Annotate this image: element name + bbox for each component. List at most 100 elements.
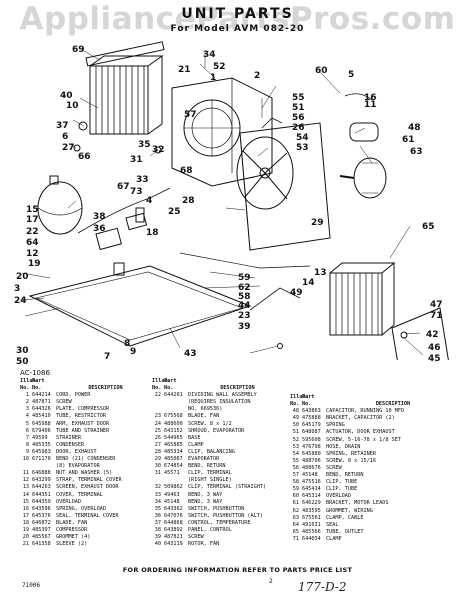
illus-no: 21 [22,541,29,548]
callout-73: 73 [130,187,143,197]
illus-no: 57 [292,472,299,479]
callout-25: 25 [168,207,181,217]
callout-16: 16 [364,93,377,103]
illus-no: 55 [292,457,299,464]
callout-49: 49 [290,288,303,298]
callout-19: 19 [28,259,41,269]
callout-5: 5 [348,70,355,80]
illus-no: 58 [292,479,299,486]
callout-6: 6 [62,132,69,142]
page-number: 2 [269,578,273,585]
table-row: NO. 669536) [152,406,287,413]
part-no: 45148 [164,498,180,505]
page-subtitle: For Model AVM 082-20 [170,24,305,34]
callout-48: 48 [408,123,421,133]
part-no [164,406,188,413]
part-no: 544965 [164,434,183,441]
description: CLIP, TUBE [326,486,358,493]
description: STRAP, TERMINAL COVER [56,477,122,484]
part-no: 671170 [32,456,51,463]
top-rail-part [85,41,165,67]
table-header-row2: No. No. DESCRIPTION [290,401,411,408]
callout-11: 11 [364,100,377,110]
description: SPRING, RETAINER [326,450,376,457]
description: SCREW, 8 x 15/16 [326,457,376,464]
description: CONTROL, TEMPERATURE [188,519,251,526]
callout-38: 38 [93,212,106,222]
part-no: 643863 [302,408,321,415]
illus-no: 19 [22,526,29,533]
illus-no: 17 [22,512,29,519]
illus-no: 39 [154,534,161,541]
callout-46: 46 [428,343,441,353]
description: NO. 669536) [188,406,223,413]
description: SEAL, TERMINAL COVER [56,512,119,519]
callout-60: 60 [315,66,328,76]
part-no: 491631 [302,521,321,528]
description: PLATE, COMPRESSOR [56,406,110,413]
description: SCREEN, EXHAUST DOOR [56,484,119,491]
description: GROMMET (4) [56,534,91,541]
description: (RIGHT SINGLE) [188,477,232,484]
part-no: 644868 [164,519,183,526]
part-no: 645880 [302,450,321,457]
part-no: 641358 [32,541,51,548]
illus-no: 2 [25,399,29,406]
part-no: 485566 [302,528,321,535]
part-no: 646229 [302,500,321,507]
part-no [32,463,56,470]
callout-50: 50 [16,357,29,367]
illus-no: 1 [25,392,29,399]
illus-no: 27 [154,441,161,448]
illus-no: 8 [25,441,29,448]
callout-15: 15 [26,205,39,215]
description: (8) EVAPORATOR [56,463,100,470]
part-no: 49463 [164,491,180,498]
callout-66: 66 [78,152,91,162]
description: PANEL, CONTROL [188,526,232,533]
illus-no: 49 [292,415,299,422]
table-row: (8) EVAPORATOR [20,463,155,470]
document-code: 71006 [22,582,41,589]
illus-no: 5 [25,420,29,427]
description: DOOR, EXHAUST [56,448,97,455]
part-no: 643596 [32,505,51,512]
part-no [164,399,188,406]
callout-68: 68 [180,166,193,176]
compressor [37,175,83,235]
part-no: 595608 [302,436,321,443]
part-no: 647076 [164,512,183,519]
part-no: 45148 [302,472,318,479]
condenser-coil [89,55,164,135]
ordering-footer: FOR ORDERING INFORMATION REFER TO PARTS … [122,566,353,574]
description: COVER, TERMINAL [56,491,103,498]
callout-34: 34 [203,50,216,60]
illus-no: 11 [22,470,29,477]
callout-63: 63 [410,147,423,157]
callout-30: 30 [16,346,29,356]
illus-no: 62 [292,507,299,514]
evaporator-coil [329,262,396,336]
table-header-row2: No. No. DESCRIPTION [20,385,123,392]
description: HOSE, DRAIN [326,443,361,450]
